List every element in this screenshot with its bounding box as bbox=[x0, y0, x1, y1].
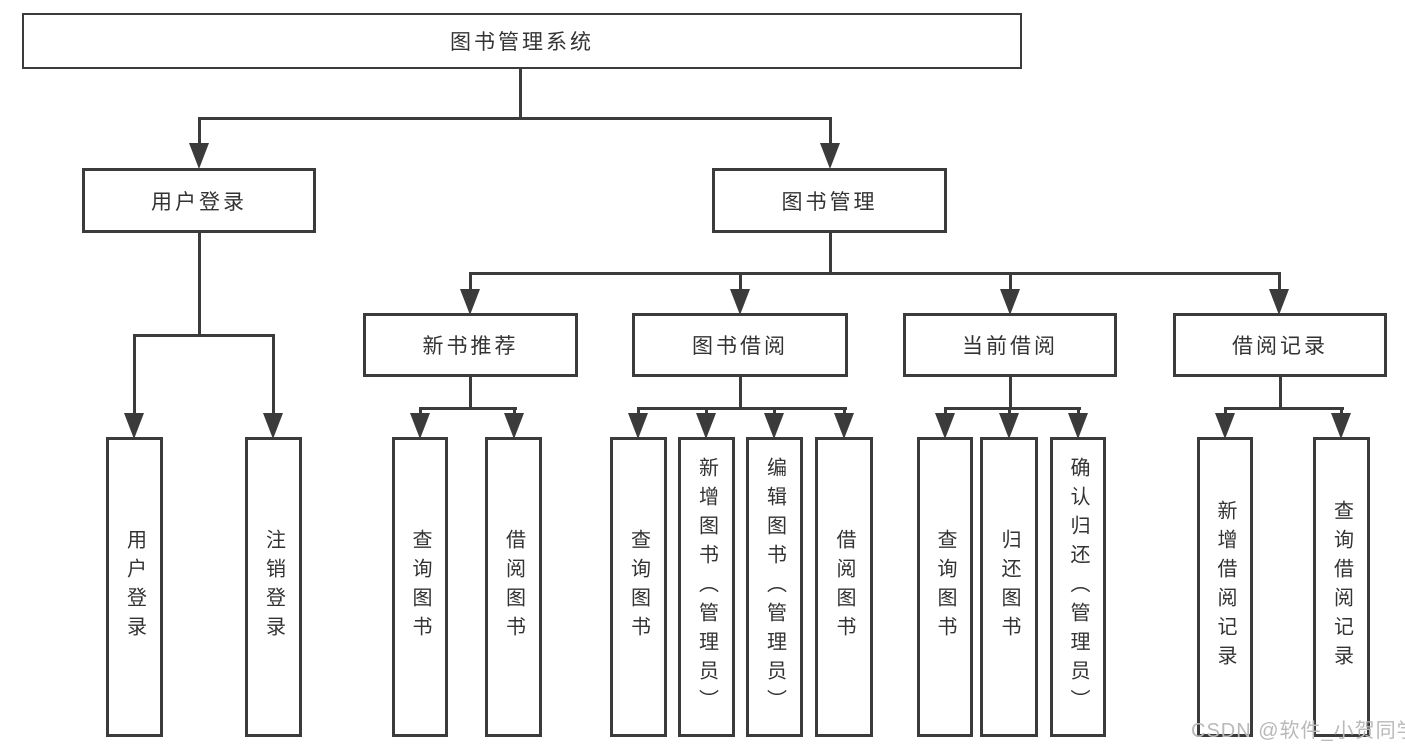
leaf-return-books: 归还图书 bbox=[980, 437, 1038, 737]
connector-book-mgmt-stub bbox=[829, 233, 832, 273]
node-user-login-label: 用户登录 bbox=[151, 190, 247, 214]
connector-current-borrow-stub bbox=[1009, 377, 1012, 408]
csdn-watermark: CSDN @软件_小贺同学 bbox=[1191, 720, 1405, 742]
arrowhead-to-book-borrow bbox=[730, 289, 750, 315]
node-borrow-records-label: 借阅记录 bbox=[1232, 335, 1328, 358]
arrowhead-to-leaf-confirm-return bbox=[1068, 413, 1088, 439]
connector-current-borrow-rail bbox=[944, 407, 1081, 410]
connector-to-leaf-add-books bbox=[705, 408, 708, 416]
node-user-login: 用户登录 bbox=[82, 168, 316, 233]
leaf-add-borrow-record: 新增借阅记录 bbox=[1197, 437, 1253, 737]
leaf-borrow-books-2-label: 借阅图书 bbox=[833, 529, 855, 645]
leaf-logout-label: 注销登录 bbox=[262, 529, 285, 645]
connector-to-leaf-return-books bbox=[1008, 408, 1011, 416]
connector-to-leaf-borrow-books-2 bbox=[843, 408, 846, 416]
connector-to-leaf-query-borrow-record bbox=[1340, 408, 1343, 416]
node-book-mgmt: 图书管理 bbox=[712, 168, 947, 233]
connector-to-book-mgmt bbox=[829, 118, 832, 145]
arrowhead-to-leaf-login bbox=[124, 413, 144, 439]
leaf-edit-books-label: 编辑图书（管理员） bbox=[763, 456, 786, 718]
connector-user-login-stub bbox=[198, 233, 201, 335]
connector-new-book-rec-stub bbox=[469, 377, 472, 408]
connector-to-leaf-edit-books bbox=[773, 408, 776, 416]
leaf-return-books-label: 归还图书 bbox=[998, 529, 1020, 645]
connector-to-leaf-logout bbox=[272, 335, 275, 414]
leaf-logout: 注销登录 bbox=[245, 437, 302, 737]
leaf-query-books-2: 查询图书 bbox=[610, 437, 667, 737]
leaf-borrow-books-1: 借阅图书 bbox=[485, 437, 542, 737]
leaf-query-books-2-label: 查询图书 bbox=[627, 529, 650, 645]
connector-level2-rail bbox=[198, 117, 832, 120]
arrowhead-to-book-mgmt bbox=[820, 143, 840, 169]
connector-to-book-borrow bbox=[739, 273, 742, 290]
leaf-borrow-books-2: 借阅图书 bbox=[815, 437, 873, 737]
leaf-confirm-return-label: 确认归还（管理员） bbox=[1067, 456, 1089, 718]
node-current-borrow: 当前借阅 bbox=[903, 313, 1117, 377]
connector-book-borrow-rail bbox=[637, 407, 847, 410]
leaf-user-login: 用户登录 bbox=[106, 437, 163, 737]
connector-to-leaf-query-books-3 bbox=[944, 408, 947, 416]
connector-to-leaf-query-books-2 bbox=[637, 408, 640, 416]
leaf-add-books-label: 新增图书（管理员） bbox=[695, 456, 718, 718]
node-library-system: 图书管理系统 bbox=[22, 13, 1022, 69]
arrowhead-to-leaf-logout bbox=[263, 413, 283, 439]
arrowhead-to-leaf-query-books-2 bbox=[628, 413, 648, 439]
connector-new-book-rec-rail bbox=[419, 407, 517, 410]
connector-to-leaf-add-borrow-record bbox=[1224, 408, 1227, 416]
leaf-edit-books: 编辑图书（管理员） bbox=[746, 437, 803, 737]
arrowhead-to-leaf-borrow-books-1 bbox=[504, 413, 524, 439]
leaf-query-books-3: 查询图书 bbox=[917, 437, 973, 737]
leaf-add-borrow-record-label: 新增借阅记录 bbox=[1214, 500, 1236, 674]
connector-level3-rail bbox=[469, 272, 1281, 275]
leaf-query-borrow-record: 查询借阅记录 bbox=[1313, 437, 1370, 737]
connector-to-user-login bbox=[198, 118, 201, 145]
connector-user-login-rail bbox=[133, 334, 275, 337]
node-book-borrow: 图书借阅 bbox=[632, 313, 848, 377]
connector-to-borrow-records bbox=[1278, 273, 1281, 290]
leaf-confirm-return: 确认归还（管理员） bbox=[1050, 437, 1106, 737]
arrowhead-to-leaf-query-books-1 bbox=[410, 413, 430, 439]
connector-borrow-records-rail bbox=[1224, 407, 1344, 410]
node-library-system-label: 图书管理系统 bbox=[450, 31, 594, 54]
connector-to-leaf-borrow-books-1 bbox=[513, 408, 516, 416]
arrowhead-to-leaf-add-books bbox=[696, 413, 716, 439]
connector-to-new-book-rec bbox=[469, 273, 472, 290]
leaf-query-books-1-label: 查询图书 bbox=[409, 529, 431, 645]
node-new-book-rec-label: 新书推荐 bbox=[422, 335, 519, 358]
connector-to-leaf-query-books-1 bbox=[419, 408, 422, 416]
leaf-user-login-label: 用户登录 bbox=[123, 529, 146, 645]
arrowhead-to-current-borrow bbox=[1000, 289, 1020, 315]
arrowhead-to-new-book-rec bbox=[460, 289, 480, 315]
leaf-add-books: 新增图书（管理员） bbox=[678, 437, 735, 737]
connector-root-stub bbox=[519, 69, 522, 119]
connector-book-borrow-stub bbox=[739, 377, 742, 408]
leaf-borrow-books-1-label: 借阅图书 bbox=[502, 529, 525, 645]
connector-to-leaf-login bbox=[133, 335, 136, 414]
node-new-book-rec: 新书推荐 bbox=[363, 313, 578, 377]
connector-to-leaf-confirm-return bbox=[1077, 408, 1080, 416]
arrowhead-to-leaf-add-borrow-record bbox=[1215, 413, 1235, 439]
node-borrow-records: 借阅记录 bbox=[1173, 313, 1387, 377]
arrowhead-to-leaf-query-borrow-record bbox=[1331, 413, 1351, 439]
arrowhead-to-leaf-return-books bbox=[999, 413, 1019, 439]
connector-to-current-borrow bbox=[1009, 273, 1012, 290]
leaf-query-borrow-record-label: 查询借阅记录 bbox=[1330, 500, 1353, 674]
connector-borrow-records-stub bbox=[1279, 377, 1282, 408]
arrowhead-to-borrow-records bbox=[1269, 289, 1289, 315]
node-book-mgmt-label: 图书管理 bbox=[781, 190, 878, 214]
leaf-query-books-3-label: 查询图书 bbox=[934, 529, 956, 645]
arrowhead-to-leaf-query-books-3 bbox=[935, 413, 955, 439]
node-current-borrow-label: 当前借阅 bbox=[962, 335, 1058, 358]
leaf-query-books-1: 查询图书 bbox=[392, 437, 448, 737]
arrowhead-to-user-login bbox=[189, 143, 209, 169]
arrowhead-to-leaf-borrow-books-2 bbox=[834, 413, 854, 439]
arrowhead-to-leaf-edit-books bbox=[764, 413, 784, 439]
node-book-borrow-label: 图书借阅 bbox=[692, 335, 788, 358]
